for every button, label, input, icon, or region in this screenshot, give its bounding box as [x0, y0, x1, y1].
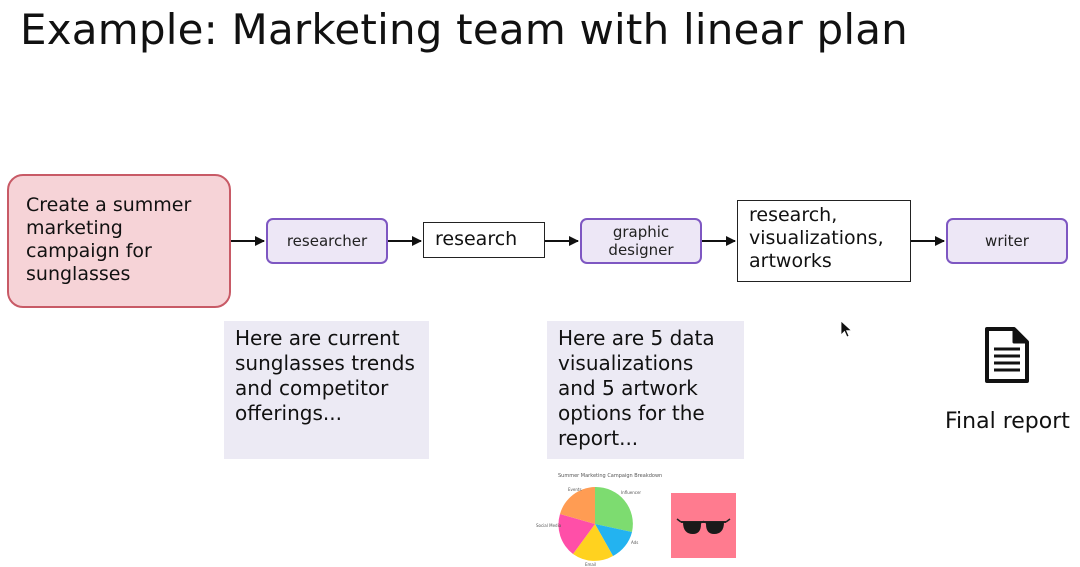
artwork-thumbnail — [671, 493, 736, 558]
researcher-output-note: Here are current sunglasses trends and c… — [224, 321, 429, 459]
mouse-cursor-icon — [840, 320, 853, 338]
pie-label-influencer: Influencer — [621, 490, 641, 495]
pie-label-events: Events — [568, 487, 582, 492]
pie-thumbnail-title: Summer Marketing Campaign Breakdown — [558, 473, 663, 479]
agent-graphic-designer: graphic designer — [580, 218, 702, 264]
designer-output-note: Here are 5 data visualizations and 5 art… — [547, 321, 744, 459]
pie-label-email: Email — [585, 562, 596, 567]
sunglasses-icon — [676, 518, 731, 534]
document-icon — [985, 327, 1029, 383]
slide-title: Example: Marketing team with linear plan — [20, 5, 908, 54]
artifact-research: research — [423, 222, 545, 258]
agent-writer: writer — [946, 218, 1068, 264]
task-box: Create a summer marketing campaign for s… — [7, 174, 231, 308]
agent-researcher: researcher — [266, 218, 388, 264]
pie-label-ads: Ads — [631, 540, 638, 545]
final-report-label: Final report — [945, 409, 1070, 434]
pie-label-social-media: Social Media — [536, 523, 562, 528]
pie-chart-thumbnail: Influencer Events Email Social Media Ads — [536, 486, 641, 567]
artifact-combined: research, visualizations, artworks — [737, 200, 911, 282]
